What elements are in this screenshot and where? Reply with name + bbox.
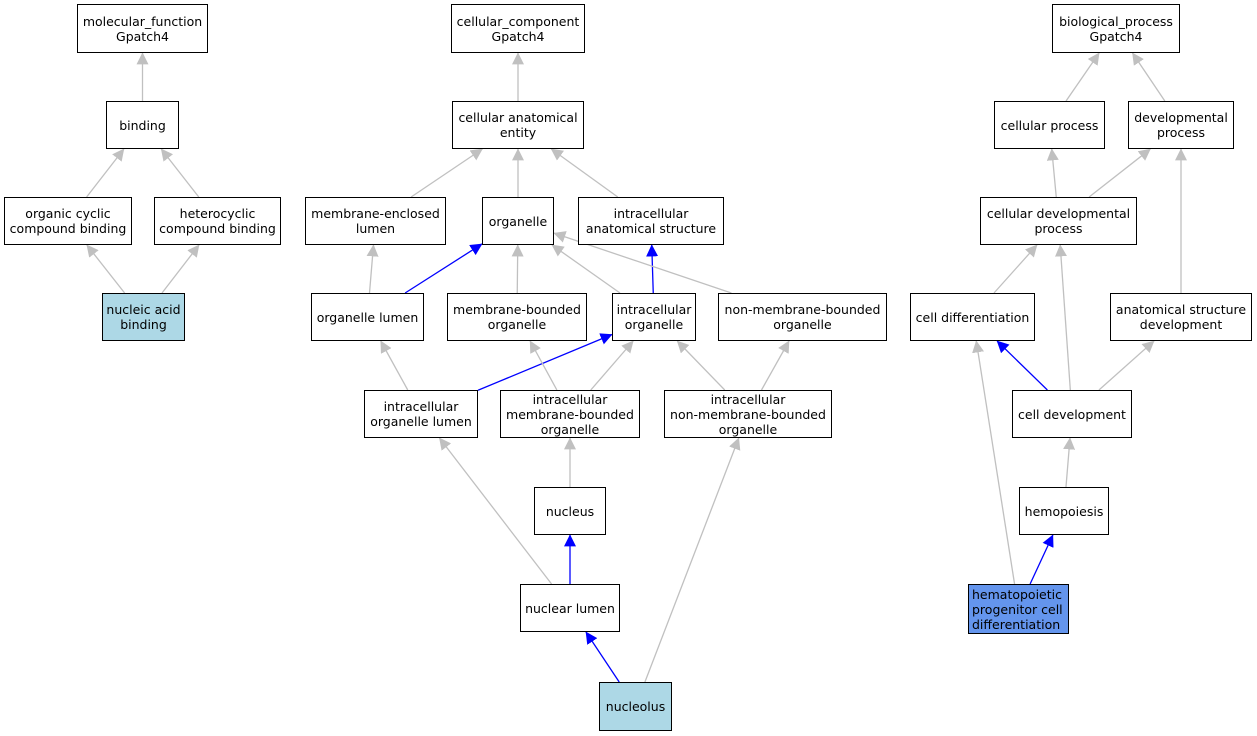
edge-cell_dev-to-cell_dev_process bbox=[1054, 244, 1071, 391]
node-intracellular-non-membrane-bounded-organelle: intracellular non-membrane-bounded organ… bbox=[664, 390, 832, 438]
edge-intra_mem_bounded-to-mem_bounded bbox=[529, 340, 558, 391]
node-binding: binding bbox=[106, 101, 179, 149]
node-organic-cyclic-compound-binding: organic cyclic compound binding bbox=[4, 197, 132, 245]
edge-cell_diff-to-cell_dev_process bbox=[993, 244, 1038, 294]
node-organelle: organelle bbox=[482, 197, 554, 245]
edge-dev_process-to-bp_root bbox=[1131, 52, 1166, 102]
node-cellular-component-root: cellular_component Gpatch4 bbox=[451, 4, 585, 53]
node-intracellular-membrane-bounded-organelle: intracellular membrane-bounded organelle bbox=[500, 390, 640, 438]
edge-cell_dev-to-cell_diff bbox=[996, 340, 1048, 391]
node-developmental-process: developmental process bbox=[1128, 101, 1234, 149]
edge-intra_organelle-to-organelle bbox=[551, 244, 621, 294]
node-membrane-bounded-organelle: membrane-bounded organelle bbox=[447, 293, 587, 341]
node-non-membrane-bounded-organelle: non-membrane-bounded organelle bbox=[718, 293, 887, 341]
edge-cell_dev-to-anat_dev bbox=[1098, 340, 1155, 391]
node-intracellular-organelle-lumen: intracellular organelle lumen bbox=[364, 390, 478, 438]
node-nuclear-lumen: nuclear lumen bbox=[520, 584, 620, 632]
node-cellular-anatomical-entity: cellular anatomical entity bbox=[452, 101, 584, 149]
edge-nucleolus-to-intra_non_mem bbox=[644, 437, 741, 683]
node-nucleus: nucleus bbox=[534, 487, 606, 535]
node-cellular-developmental-process: cellular developmental process bbox=[980, 197, 1137, 245]
edge-heterocyclic-to-binding bbox=[160, 148, 200, 198]
edge-hemopoiesis-to-cell_dev bbox=[1063, 437, 1076, 488]
edge-nucleolus-to-nuclear_lumen bbox=[585, 631, 620, 683]
edge-cell_dev_process-to-dev_process bbox=[1088, 148, 1151, 198]
edge-intra_non_mem-to-intra_organelle bbox=[676, 340, 726, 391]
edge-mem_bounded-to-organelle bbox=[511, 244, 524, 294]
edge-cellular_process-to-bp_root bbox=[1065, 52, 1100, 102]
node-nucleolus: nucleolus bbox=[599, 682, 672, 731]
edge-hpc_diff-to-cell_diff bbox=[972, 340, 1016, 585]
edge-mem_enclosed-to-cell_anat bbox=[410, 148, 483, 198]
edge-intra_organelle-to-intra_anat bbox=[646, 244, 659, 294]
node-hemopoiesis: hemopoiesis bbox=[1019, 487, 1109, 535]
edge-intra_non_mem-to-non_mem_bounded bbox=[760, 340, 790, 391]
node-membrane-enclosed-lumen: membrane-enclosed lumen bbox=[305, 197, 446, 245]
edge-organelle_lumen-to-mem_enclosed bbox=[366, 244, 379, 294]
node-biological-process-root: biological_process Gpatch4 bbox=[1052, 4, 1180, 53]
node-molecular-function-root: molecular_function Gpatch4 bbox=[77, 4, 208, 53]
node-anatomical-structure-development: anatomical structure development bbox=[1110, 293, 1252, 341]
edge-hpc_diff-to-hemopoiesis bbox=[1029, 534, 1054, 585]
node-intracellular-organelle: intracellular organelle bbox=[612, 293, 696, 341]
edge-organelle_lumen-to-organelle bbox=[404, 243, 483, 294]
edge-nuclear_lumen-to-intra_org_lumen bbox=[438, 437, 553, 585]
edge-intra_org_lumen-to-intra_organelle bbox=[477, 333, 613, 391]
node-nucleic-acid-binding: nucleic acid binding bbox=[102, 293, 185, 341]
node-intracellular-anatomical-structure: intracellular anatomical structure bbox=[578, 197, 724, 245]
edge-nucleic_acid-to-heterocyclic bbox=[161, 244, 200, 294]
node-cell-differentiation: cell differentiation bbox=[910, 293, 1035, 341]
node-organelle-lumen: organelle lumen bbox=[311, 293, 424, 341]
edge-organic_cyclic-to-binding bbox=[86, 148, 125, 198]
node-hematopoietic-progenitor-cell-differentiation: hematopoietic progenitor cell differenti… bbox=[968, 584, 1069, 634]
node-heterocyclic-compound-binding: heterocyclic compound binding bbox=[154, 197, 281, 245]
edge-intra_org_lumen-to-organelle_lumen bbox=[380, 340, 409, 391]
edge-nucleic_acid-to-organic_cyclic bbox=[86, 244, 126, 294]
edge-cell_dev_process-to-cellular_process bbox=[1046, 148, 1059, 198]
node-cellular-process: cellular process bbox=[994, 101, 1105, 149]
edge-intra_mem_bounded-to-intra_organelle bbox=[590, 340, 634, 391]
node-cell-development: cell development bbox=[1012, 390, 1132, 438]
edge-intra_anat-to-cell_anat bbox=[550, 148, 619, 198]
